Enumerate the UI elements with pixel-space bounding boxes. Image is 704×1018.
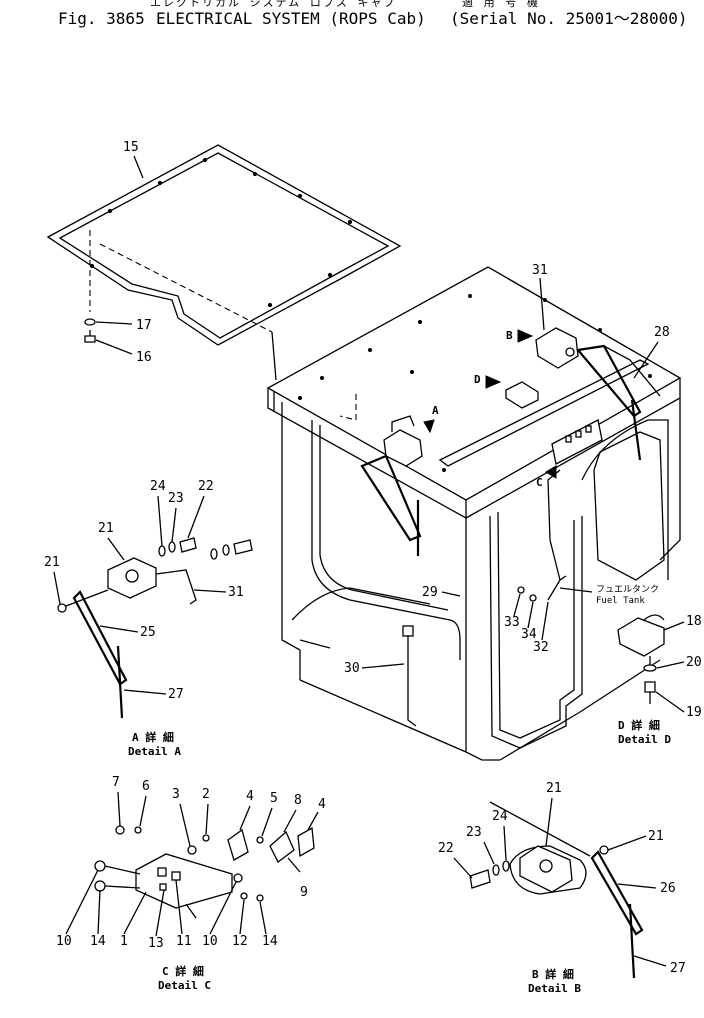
wiper-motor-b [535, 327, 579, 369]
roof-components [360, 327, 661, 727]
relay-box-d [505, 381, 539, 409]
part-number-29: 29 [422, 585, 438, 600]
part-number-21-b-top: 21 [546, 781, 562, 796]
part-number-18: 18 [686, 614, 702, 629]
detail-b-title-jp: B 詳 細 [532, 967, 574, 981]
cab-body [266, 266, 682, 761]
part-number-23-a: 23 [168, 491, 184, 506]
arrow-a-icon [423, 419, 435, 434]
bolt-19 [644, 681, 656, 693]
part-number-13: 13 [148, 936, 164, 951]
part-number-7: 7 [112, 775, 120, 790]
part-number-6: 6 [142, 779, 150, 794]
part-number-12: 12 [232, 934, 248, 949]
part-number-24-a: 24 [150, 479, 166, 494]
part-number-8: 8 [294, 793, 302, 808]
part-number-16: 16 [136, 350, 152, 365]
arrow-label-b: B [506, 329, 513, 342]
relay-18 [617, 617, 665, 657]
switch-panel-c [551, 419, 603, 465]
part-number-20: 20 [686, 655, 702, 670]
fuel-tank-label: Fuel Tank [596, 596, 645, 606]
part-number-25: 25 [140, 625, 156, 640]
detail-b: 21 24 23 22 21 26 27 B 詳 細 Detail B [438, 781, 686, 995]
wiper-arm-26 [590, 850, 644, 936]
detail-a-title-jp: A 詳 細 [132, 730, 174, 744]
roof-panel: 15 17 16 [46, 140, 402, 381]
arrow-label-d: D [474, 373, 481, 386]
part-number-2: 2 [202, 787, 210, 802]
part-number-3: 3 [172, 787, 180, 802]
switch-bracket-1 [135, 853, 233, 909]
part-number-10-right: 10 [202, 934, 218, 949]
fuel-tank-label-jp: フュエルタンク [596, 584, 659, 595]
part-number-10-left: 10 [56, 934, 72, 949]
part-number-21-a-upper: 21 [98, 521, 114, 536]
part-number-4-right: 4 [318, 797, 326, 812]
part-number-9: 9 [300, 885, 308, 900]
part-number-31: 31 [532, 263, 548, 278]
switch-4 [227, 828, 249, 861]
part-number-27-a: 27 [168, 687, 184, 702]
washer-17 [84, 318, 96, 326]
title-japanese: エレクトリカル システム ロプス キャブ [150, 0, 397, 9]
roof-rivets [298, 294, 652, 472]
part-number-30: 30 [344, 661, 360, 676]
serial-range: (Serial No. 25001～28000) [450, 9, 688, 28]
arrow-label-c: C [536, 476, 543, 489]
detail-b-title: Detail B [528, 982, 581, 995]
part-number-5: 5 [270, 791, 278, 806]
detail-c-title-jp: C 詳 細 [162, 964, 204, 978]
bolt-16 [84, 335, 96, 343]
part-number-26: 26 [660, 881, 676, 896]
part-number-11: 11 [176, 934, 192, 949]
detail-a: 24 23 22 21 21 31 25 27 A 詳 細 Detail A [44, 479, 253, 758]
part-number-27-b: 27 [670, 961, 686, 976]
detail-arrows: A B D C [423, 329, 557, 489]
wiper-motor-a [383, 429, 423, 467]
arrow-b-icon [517, 329, 534, 343]
part-number-19: 19 [686, 705, 702, 720]
switch-4-right [297, 826, 315, 858]
wiper-arm-25 [72, 590, 128, 686]
detail-c-title: Detail C [158, 979, 211, 992]
arrow-d-icon [485, 375, 502, 389]
serial-japanese: 適 用 号 機 [462, 0, 540, 9]
main-part-numbers: 31 28 29 30 33 34 32 フュエルタンク Fuel Tank [344, 263, 670, 676]
switch-8 [269, 830, 295, 863]
figure-number: Fig. 3865 [58, 9, 145, 28]
part-number-23-b: 23 [466, 825, 482, 840]
washer-20 [643, 664, 657, 672]
part-number-17: 17 [136, 318, 152, 333]
detail-a-title: Detail A [128, 745, 181, 758]
page-title: ELECTRICAL SYSTEM (ROPS Cab) [156, 9, 426, 28]
part-number-24-b: 24 [492, 809, 508, 824]
part-number-21-a-left: 21 [44, 555, 60, 570]
detail-d: 18 20 19 D 詳 細 Detail D [617, 614, 702, 746]
part-number-34: 34 [521, 627, 537, 642]
part-number-31-a: 31 [228, 585, 244, 600]
part-number-33: 33 [504, 615, 520, 630]
arrow-c-icon [545, 465, 557, 479]
part-number-22-b: 22 [438, 841, 454, 856]
detail-c: 7 6 3 2 4 5 8 4 9 10 14 1 13 11 10 12 14… [56, 775, 326, 992]
part-number-14-right: 14 [262, 934, 278, 949]
part-number-14-left: 14 [90, 934, 106, 949]
part-number-4-left: 4 [246, 789, 254, 804]
part-number-21-b-right: 21 [648, 829, 664, 844]
part-number-1: 1 [120, 934, 128, 949]
part-number-15: 15 [123, 140, 139, 155]
detail-d-title-jp: D 詳 細 [618, 718, 660, 732]
roof-panel-bolts [89, 157, 353, 308]
arrow-label-a: A [432, 404, 439, 417]
part-number-28: 28 [654, 325, 670, 340]
part-number-32: 32 [533, 640, 549, 655]
detail-d-title: Detail D [618, 733, 671, 746]
part-number-22-a: 22 [198, 479, 214, 494]
header: エレクトリカル システム ロプス キャブ 適 用 号 機 Fig. 3865 E… [58, 0, 688, 28]
